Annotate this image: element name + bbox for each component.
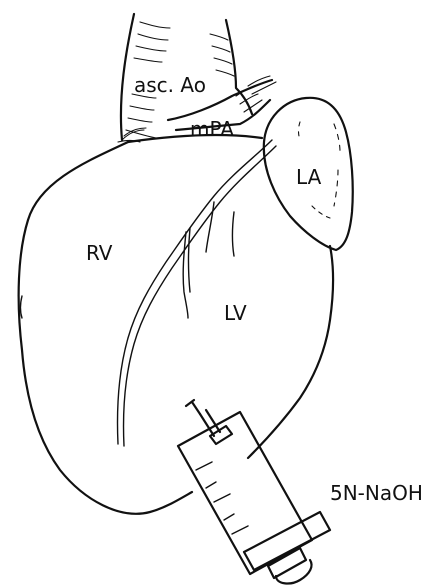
label-left-atrium: LA	[296, 165, 322, 189]
ventricle-edge-mark	[21, 296, 23, 318]
label-injection: 5N-NaOH	[330, 481, 423, 505]
label-left-ventricle: LV	[224, 301, 247, 325]
label-main-pulmonary-artery: mPA	[190, 117, 234, 141]
syringe	[178, 400, 330, 583]
label-ascending-aorta: asc. Ao	[134, 73, 206, 97]
coronary-artery-parallel	[123, 146, 276, 446]
coronary-artery	[117, 140, 272, 444]
label-right-ventricle: RV	[86, 241, 113, 265]
ventricles-outline	[19, 142, 333, 514]
